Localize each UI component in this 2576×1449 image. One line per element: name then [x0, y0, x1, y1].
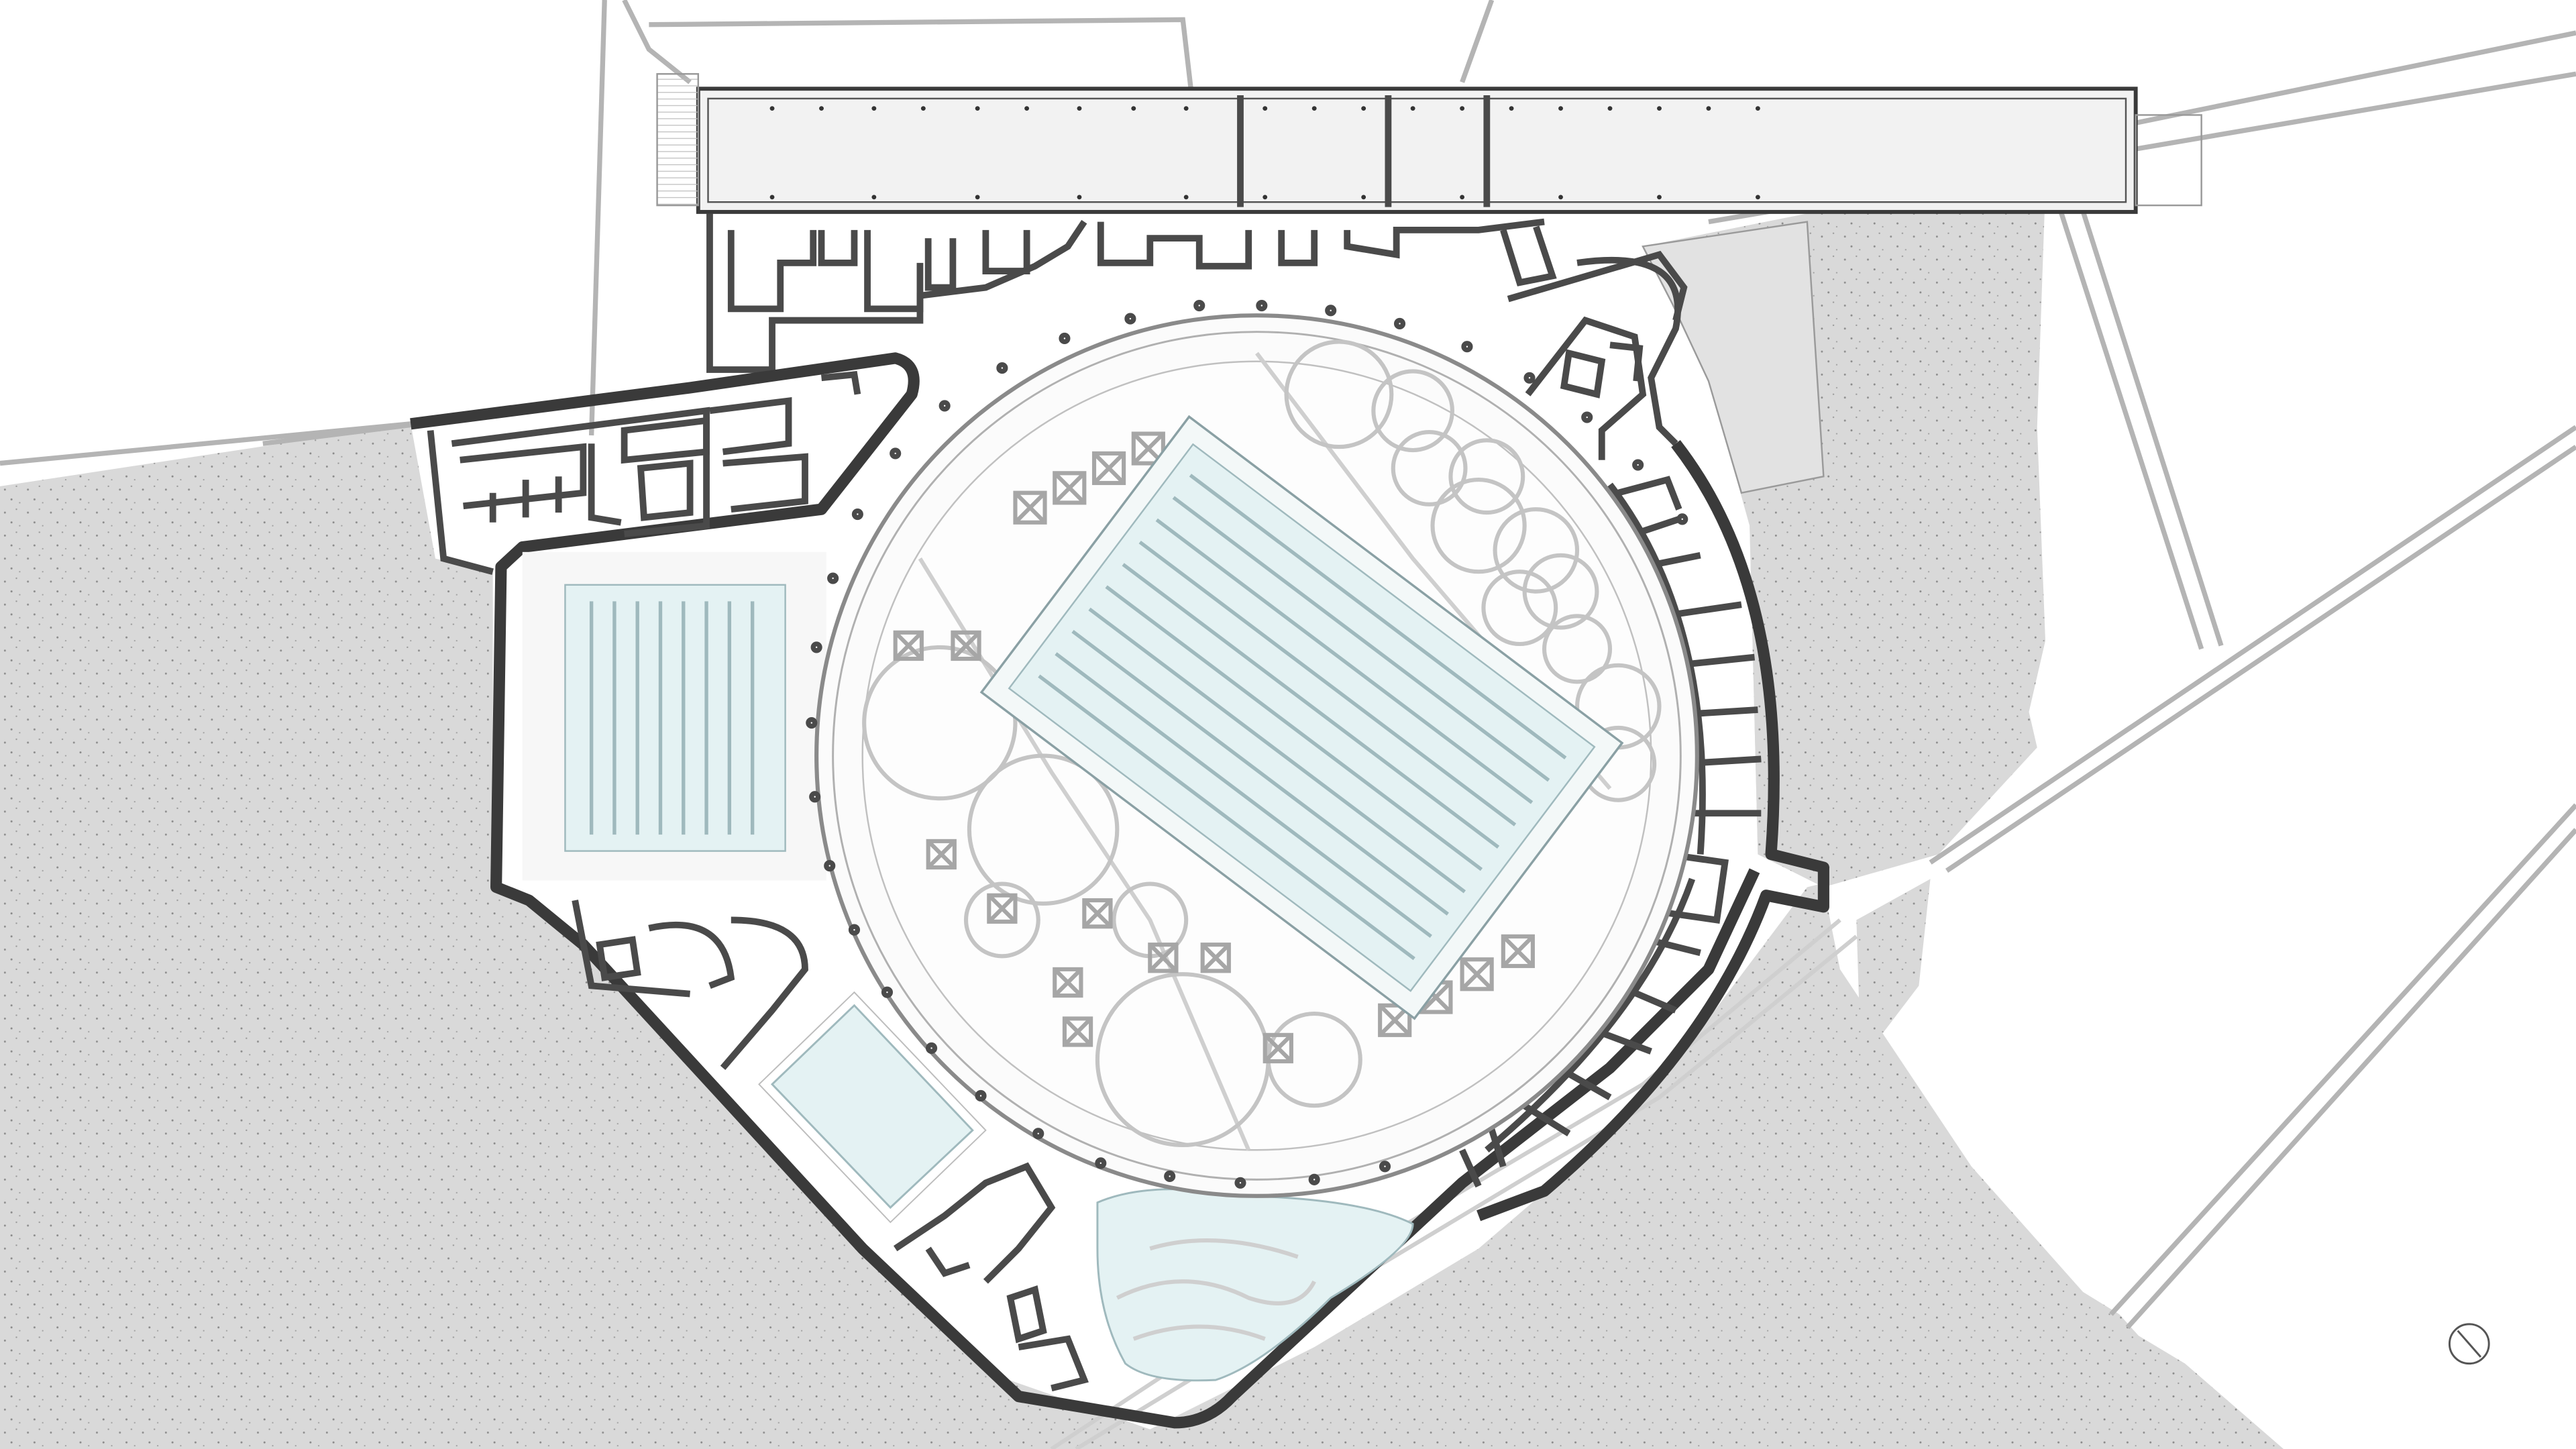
- north-building-columns: [769, 106, 1760, 200]
- main-pool-basin: [1008, 443, 1596, 992]
- west-wing: [410, 352, 1760, 1429]
- terrain-north-slope: [1642, 221, 1825, 494]
- east-wing: [1436, 256, 1829, 1222]
- north-building-slab: [696, 87, 2138, 214]
- main-pool-lanes: [1038, 474, 1567, 961]
- main-pool: [979, 415, 1624, 1020]
- terrain-west: [0, 213, 2284, 1449]
- tree-canopies: [862, 339, 1662, 1147]
- ring-columns: [806, 299, 1688, 1189]
- training-pool-lanes: [589, 601, 755, 835]
- ring-band: [832, 331, 1682, 1181]
- terrain: [0, 189, 2284, 1449]
- training-pool-basin: [564, 584, 786, 852]
- square-pool-basin: [770, 1004, 974, 1210]
- east-wing-outer: [1477, 439, 1829, 1222]
- north-building: [656, 72, 2202, 373]
- square-pool: [758, 991, 987, 1224]
- north-arrow-icon: [2448, 1323, 2490, 1365]
- training-pool: [522, 551, 826, 881]
- terrain-southeast: [1856, 879, 2284, 1449]
